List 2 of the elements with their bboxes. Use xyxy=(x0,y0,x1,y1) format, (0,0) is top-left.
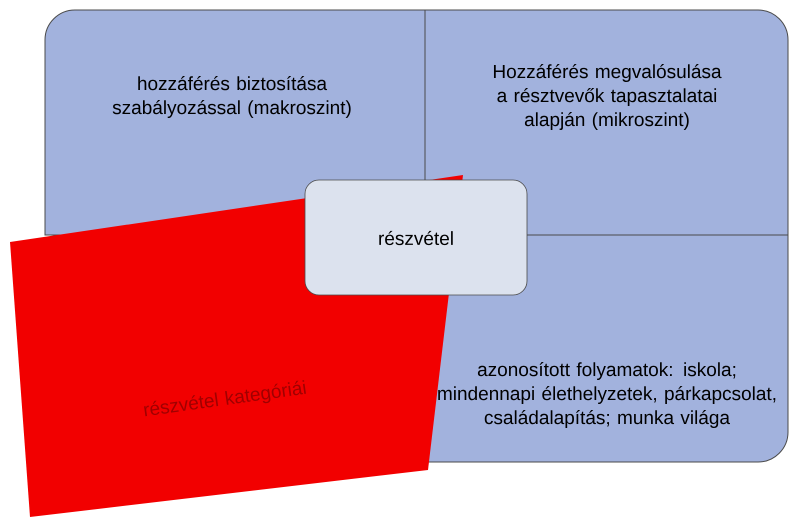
center-box: részvétel xyxy=(304,180,528,296)
node-label: Hozzáférés megvalósulása a résztvevők tapasztalatai alapján (mikroszint) xyxy=(494,64,722,130)
